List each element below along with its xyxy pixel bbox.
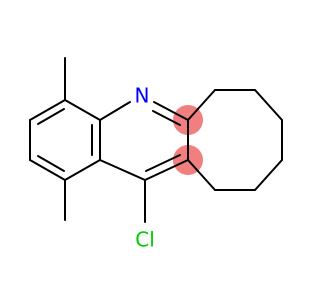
- bond-c11-c6: [99, 159, 146, 181]
- nitrogen-atom-label: N: [135, 84, 150, 108]
- bond-c1-n: [99, 101, 131, 121]
- bond-c2-c3: [29, 99, 66, 121]
- bond-c5-c6: [64, 159, 101, 181]
- bond-c11r-c11a: [187, 159, 216, 191]
- bond-n-c5a-inner: [152, 110, 181, 126]
- structure-drawing: N Cl: [29, 57, 283, 252]
- bond-c11a-c11: [144, 159, 189, 181]
- bond-c4-c5: [29, 159, 66, 181]
- bond-c7r-c8r: [254, 89, 283, 121]
- bond-c11a-c11-inner: [145, 154, 181, 172]
- bond-c2-c3-inner: [37, 108, 65, 125]
- bond-c9r-c10r: [254, 159, 283, 191]
- bond-c1-c2: [64, 99, 101, 121]
- molecule-diagram: N Cl: [29, 57, 283, 252]
- bond-c4-c5-inner: [37, 155, 65, 172]
- bond-n-c5a: [153, 101, 189, 121]
- bond-c5a-c6r: [187, 89, 216, 121]
- chlorine-atom-label: Cl: [135, 228, 155, 252]
